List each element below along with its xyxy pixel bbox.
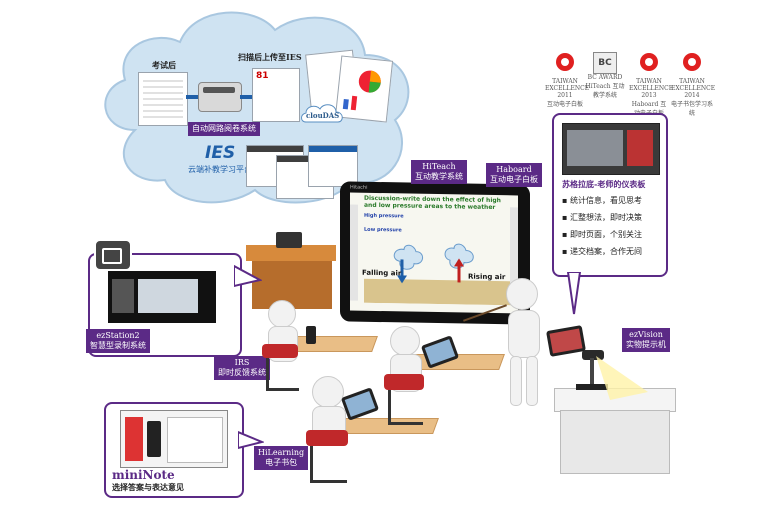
dashboard-bullet: ▪ 汇整想法，即时决策 [562, 213, 642, 222]
awards-row: TAIWAN EXCELLENCE 2011 互动电子白板 BC BC AWAR… [545, 52, 715, 117]
whiteboard-screen: Discussion-write down the effect of high… [350, 192, 518, 314]
irs-remote-icon [306, 326, 316, 344]
whiteboard-heading: Discussion-write down the effect of high… [364, 194, 501, 212]
after-exam-label: 考试后 [152, 60, 176, 70]
callout-pointer [234, 264, 262, 288]
ies-logo: IES [205, 143, 236, 163]
document-camera [572, 350, 612, 390]
low-pressure-label: Low pressure [364, 226, 402, 234]
dashboard-bullet: ▪ 递交档案，合作无间 [562, 247, 642, 256]
student-figure [384, 326, 434, 426]
ies-caption: 云端补教学习平台 [188, 165, 252, 174]
student-figure [306, 376, 358, 486]
dashboard-title: 苏格拉底-老师的仪表板 [562, 179, 646, 189]
scan-upload-label: 扫描后上传至IES [238, 52, 302, 62]
mininote-caption: 选择答案与表达意见 [112, 482, 184, 492]
dashboard-bullets: ▪ 统计信息，看见思考 ▪ 汇整想法，即时决策 ▪ 即时页面，个别关注 ▪ 递交… [562, 189, 642, 257]
dashboard-bullet: ▪ 统计信息，看见思考 [562, 196, 642, 205]
teacher-figure [498, 278, 554, 408]
dashboard-bullet: ▪ 即时页面，个别关注 [562, 230, 642, 239]
student-figure [262, 300, 308, 391]
award-badge: TAIWAN EXCELLENCE 2013 Haboard 互动电子白板 [629, 52, 673, 117]
interactive-whiteboard: Hitachi Discussion-write down the effect… [340, 181, 530, 325]
teacher-desk [246, 245, 336, 311]
laptop-icon [276, 232, 302, 248]
high-pressure-label: High pressure [364, 212, 404, 220]
light-beam [596, 356, 648, 400]
falling-air-label: Falling air [362, 268, 402, 278]
award-badge: TAIWAN EXCELLENCE 2014 电子书包学习系统 [671, 52, 715, 117]
scanner-icon [198, 82, 242, 112]
dashboard-screenshot [562, 123, 660, 175]
mininote-screen [120, 410, 228, 468]
weather-diagram [364, 243, 514, 306]
auto-grading-label: 自动网路阅卷系统 [188, 122, 260, 136]
mininote-title: miniNote [112, 468, 175, 482]
cloudas-badge: clouDAS [300, 100, 344, 126]
cloud-content: 考试后 扫描后上传至IES 81 clouDAS 自动网路阅卷系统 IES 云端… [100, 0, 420, 215]
ezstation-screen [108, 271, 216, 323]
award-badge: BC BC AWARD HiTeach 互动教学系统 [585, 52, 625, 99]
teacher-dashboard-callout: 苏格拉底-老师的仪表板 ▪ 统计信息，看见思考 ▪ 汇整想法，即时决策 ▪ 即时… [552, 113, 668, 277]
whiteboard-toolbar[interactable] [350, 204, 358, 301]
ezvision-desk [554, 388, 676, 478]
chart-report-thumbnail [334, 55, 394, 123]
video-camera-icon [94, 239, 132, 271]
answer-sheet-thumbnail [138, 72, 188, 126]
callout-pointer [238, 430, 264, 450]
ies-screen-thumbnail [308, 145, 358, 187]
mininote-callout: miniNote 选择答案与表达意见 [104, 402, 244, 498]
scanned-page-thumbnail: 81 [252, 68, 300, 122]
callout-pointer [566, 272, 582, 315]
award-badge: TAIWAN EXCELLENCE 2011 互动电子白板 [545, 52, 589, 108]
